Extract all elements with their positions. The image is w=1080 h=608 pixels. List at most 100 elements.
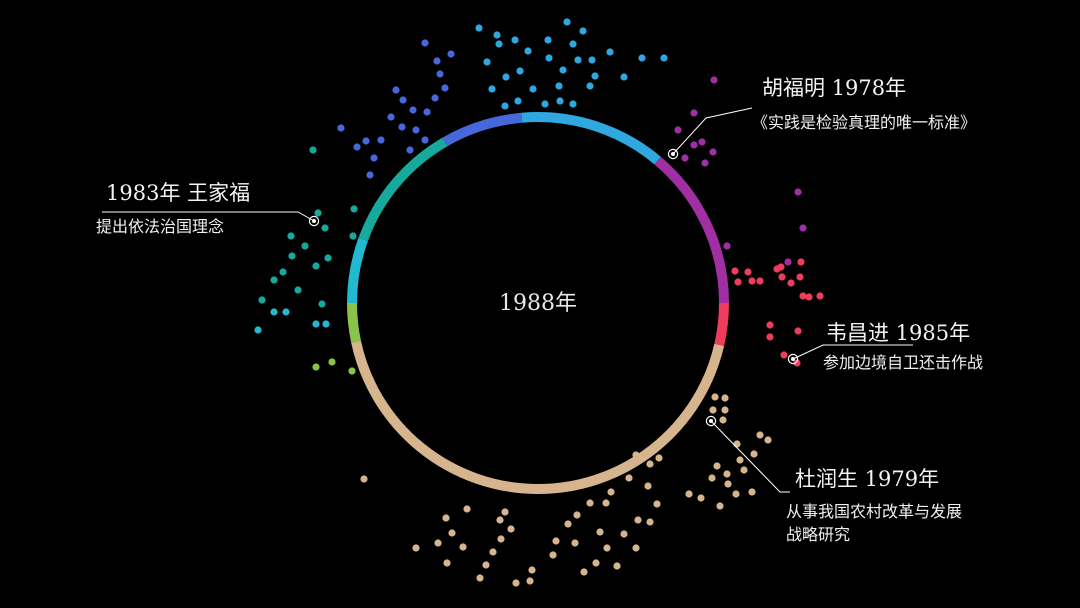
dot-tan [708,474,716,482]
callout-wang: 1983年 王家福 提出依法治国理念 [96,181,250,236]
ring-segment-purple [654,156,729,304]
dot-sky [591,72,599,80]
dot-purple [709,148,717,156]
dot-tan [528,566,536,574]
dot-sky [563,18,571,26]
dot-tan [713,462,721,470]
dot-teal [309,146,317,154]
dot-blue [421,136,429,144]
dot-tan [571,539,579,547]
dot-tan [443,559,451,567]
dot-teal [324,254,332,262]
dot-red [766,321,774,329]
dot-teal [294,286,302,294]
dot-sky [502,73,510,81]
dot-tan [721,394,729,402]
callout-hu-leader-line [672,107,753,155]
dot-sky [545,54,553,62]
dot-tan [724,480,732,488]
dot-tan [653,500,661,508]
dot-sky [529,85,537,93]
dot-blue [447,50,455,58]
dot-teal [287,232,295,240]
dot-sky [514,97,522,105]
dot-sky [586,82,594,90]
dot-blue [362,137,370,145]
callout-wang-marker-dot [312,219,316,223]
dot-tan [526,577,534,585]
center-year-label: 1988年 [499,291,577,316]
dot-cyan [282,308,290,316]
dot-tan [756,431,764,439]
dot-tan [603,544,611,552]
dot-teal [349,232,357,240]
dot-sky [544,36,552,44]
callout-wang-desc: 提出依法治国理念 [96,217,224,236]
dot-blue [406,146,414,154]
dot-tan [482,561,490,569]
dot-sky [620,73,628,81]
dot-sky [556,97,564,105]
dot-blue [412,126,420,134]
dot-purple [710,76,718,84]
dot-lime [348,367,356,375]
ring-segment-teal [358,137,448,242]
dot-tan [644,482,652,490]
dot-tan [732,490,740,498]
dot-tan [697,494,705,502]
dot-lime [312,363,320,371]
dot-sky [555,82,563,90]
dot-tan [442,514,450,522]
dot-tan [646,518,654,526]
dot-sky [579,27,587,35]
dot-blue [421,39,429,47]
dot-purple [698,138,706,146]
callout-wei-marker [787,353,799,365]
dot-sky [588,56,596,64]
callout-du-marker-dot [709,419,713,423]
dot-blue [337,124,345,132]
ring-segment-cyan [347,237,368,304]
dot-red [816,292,824,300]
ring-segment-blue [442,112,523,147]
callout-du: 杜润生 1979年 从事我国农村改革与发展 战略研究 [786,467,962,544]
dot-cyan [312,320,320,328]
dot-red [766,333,774,341]
dot-tan [634,516,642,524]
dot-tan [607,488,615,496]
dot-red [799,292,807,300]
ring-segment-lime [346,302,361,343]
dot-tan [586,499,594,507]
dot-tan [489,548,497,556]
dot-tan [476,574,484,582]
dot-tan [764,436,772,444]
dot-tan [549,551,557,559]
dot-blue [377,136,385,144]
dot-tan [507,525,515,533]
dot-red [793,359,801,367]
dot-tan [501,508,509,516]
callout-hu-desc: 《实践是检验真理的唯一标准》 [752,113,976,132]
dot-blue [398,123,406,131]
dot-sky [483,58,491,66]
dot-red [794,327,802,335]
dot-tan [592,559,600,567]
dot-red [797,258,805,266]
dot-purple [701,159,709,167]
dot-purple [784,258,792,266]
dot-sky [511,36,519,44]
dot-blue [370,154,378,162]
dot-tan [646,460,654,468]
dot-cyan [254,326,262,334]
dot-tan [716,502,724,510]
dot-sky [541,100,549,108]
dot-sky [638,54,646,62]
ring-segment-red [714,302,729,346]
dot-sky [574,56,582,64]
dot-red [780,351,788,359]
dot-purple [794,188,802,196]
dot-tan [733,440,741,448]
dot-sky [488,85,496,93]
dot-red [796,273,804,281]
